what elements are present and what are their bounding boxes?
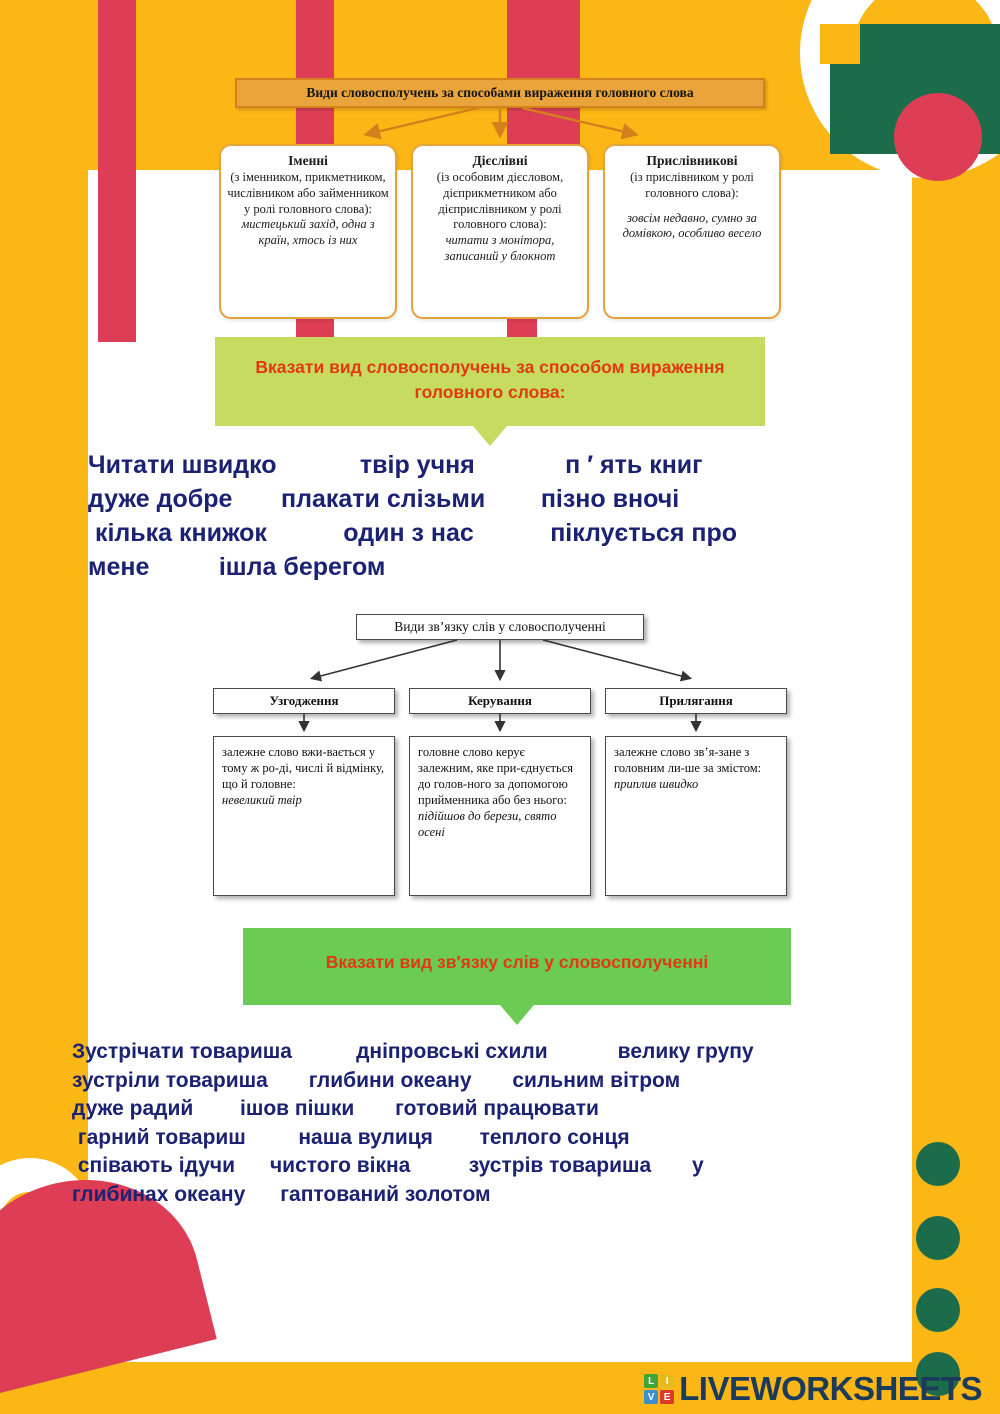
diagram1-arrows: [210, 108, 790, 144]
diagram1-box-row: Іменні (з іменником, прикметником, числі…: [0, 144, 1000, 319]
box-heading: Прислівникові: [646, 153, 738, 168]
box-heading: Іменні: [288, 153, 328, 168]
diagram2-body-government: головне слово керує залежним, яке при-єд…: [409, 736, 591, 896]
diagram1-box-nominal: Іменні (з іменником, прикметником, числі…: [219, 144, 397, 319]
logo-tiles: L I V E: [644, 1374, 675, 1404]
diagram2-body-adjunction: залежне слово зв’я-зане з головним ли-ше…: [605, 736, 787, 896]
green-dot-decoration-4: [916, 1352, 960, 1396]
list-item[interactable]: дуже добре плакати слізьми пізно вночі: [88, 485, 680, 513]
list-item[interactable]: дуже радий ішов пішки готовий працювати: [72, 1097, 599, 1121]
green-dot-decoration-2: [916, 1216, 960, 1260]
diagram2-body-agreement: залежне слово вжи-вається у тому ж ро-ді…: [213, 736, 395, 896]
exercise-word-list-2: Зустрічати товариша дніпровські схили ве…: [72, 1038, 942, 1209]
diagram-phrase-types: Види словосполучень за способами виражен…: [0, 78, 1000, 319]
body-definition: залежне слово зв’я-зане з головним ли-ше…: [614, 745, 762, 775]
box-definition: (із прислівником у ролі головного слова)…: [630, 170, 754, 200]
box-heading: Дієслівні: [472, 153, 528, 168]
diagram-connection-types: Види зв’язку слів у словосполученні Узго…: [0, 614, 1000, 896]
list-item[interactable]: мене ішла берегом: [88, 553, 386, 581]
diagram1-title: Види словосполучень за способами виражен…: [235, 78, 765, 108]
body-definition: головне слово керує залежним, яке при-єд…: [418, 745, 574, 807]
logo-wordmark: LIVEWORKSHEETS: [679, 1370, 982, 1407]
list-item[interactable]: Зустрічати товариша дніпровські схили ве…: [72, 1040, 754, 1063]
diagram2-head-agreement: Узгодження: [213, 688, 395, 714]
green-dot-decoration-3: [916, 1288, 960, 1332]
logo-tile-v: V: [644, 1390, 659, 1404]
box-examples: мистецький захід, одна з країн, хтось із…: [241, 217, 375, 247]
logo-tile-i: I: [660, 1374, 675, 1388]
list-item[interactable]: гарний товариш наша вулиця теплого сонця: [72, 1125, 630, 1149]
box-spacer: [611, 202, 773, 211]
diagram2-arrows: [205, 640, 795, 688]
banner-pointer: [473, 425, 507, 446]
list-item[interactable]: співають ідучи чистого вікна зустрів тов…: [72, 1154, 704, 1178]
box-examples: читати з монітора, записаний у блокнот: [444, 233, 556, 263]
banner-pointer: [500, 1005, 534, 1026]
instruction-banner-2-text: Вказати вид зв'язку слів у словосполучен…: [243, 928, 791, 1006]
body-definition: залежне слово вжи-вається у тому ж ро-ді…: [222, 745, 385, 791]
diagram2-head-government: Керування: [409, 688, 591, 714]
diagram2-title: Види зв’язку слів у словосполученні: [356, 614, 644, 640]
list-item[interactable]: зустріли товариша глибини океану сильним…: [72, 1068, 681, 1092]
instruction-banner-2: Вказати вид зв'язку слів у словосполучен…: [243, 928, 791, 1026]
green-block-notch: [820, 24, 860, 64]
box-definition: (із особовим дієсловом, дієприкметником …: [436, 170, 564, 232]
body-examples: невеликий твір: [222, 793, 302, 807]
list-item[interactable]: кілька книжок один з нас піклується про: [88, 519, 738, 547]
red-circle-decoration: [894, 93, 982, 181]
diagram1-box-verbal: Дієслівні (із особовим дієсловом, дієпри…: [411, 144, 589, 319]
logo-tile-l: L: [644, 1374, 659, 1388]
liveworksheets-logo[interactable]: L I V E LIVEWORKSHEETS: [644, 1370, 982, 1408]
body-examples: приплив швидко: [614, 777, 699, 791]
list-item[interactable]: Читати швидко твір учня п ′ ять книг: [88, 451, 703, 479]
box-definition: (з іменником, прикметником, числівником …: [227, 170, 389, 216]
box-examples: зовсім недавно, сумно за домівкою, особл…: [622, 210, 762, 241]
logo-tile-e: E: [660, 1390, 675, 1404]
instruction-banner-1-text: Вказати вид словосполучень за способом в…: [215, 337, 765, 426]
diagram2-connector-arrows: [205, 714, 795, 736]
diagram1-box-adverbial: Прислівникові (із прислівником у ролі го…: [603, 144, 781, 319]
green-dot-decoration-1: [916, 1142, 960, 1186]
instruction-banner-1: Вказати вид словосполучень за способом в…: [215, 337, 765, 446]
list-item[interactable]: глибинах океану гаптований золотом: [72, 1182, 491, 1206]
diagram2-head-adjunction: Прилягання: [605, 688, 787, 714]
diagram2-body-row: залежне слово вжи-вається у тому ж ро-ді…: [0, 736, 1000, 896]
exercise-word-list-1: Читати швидко твір учня п ′ ять книг дуж…: [88, 448, 918, 584]
body-examples: підійшов до берези, свято осені: [418, 809, 557, 839]
bottom-yellow-band: [0, 1362, 1000, 1414]
diagram2-heading-row: Узгодження Керування Прилягання: [0, 688, 1000, 714]
red-bar-decoration-1: [98, 0, 136, 342]
